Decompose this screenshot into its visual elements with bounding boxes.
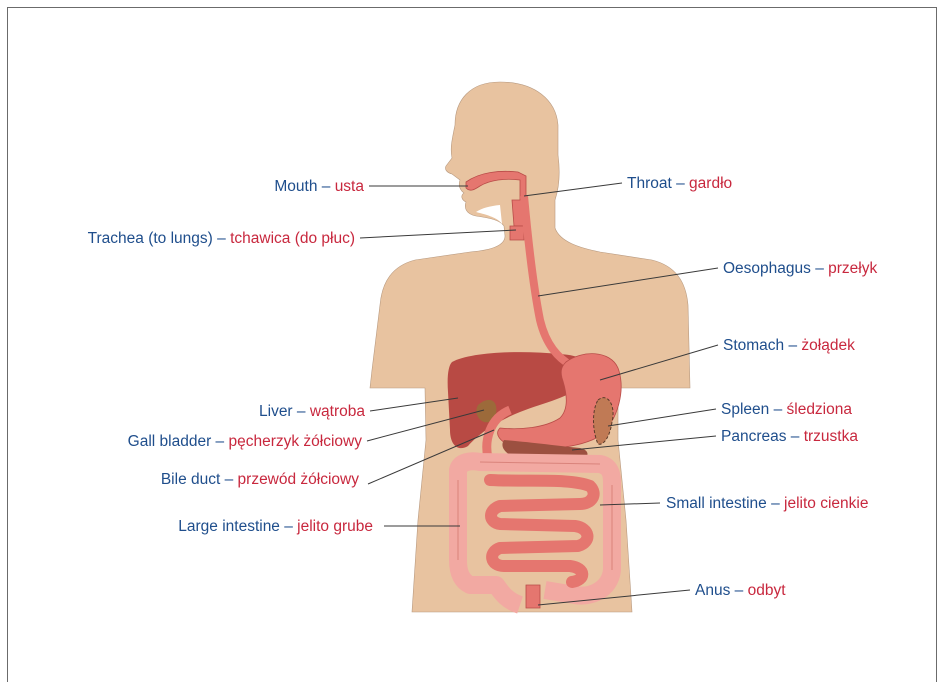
label-anus: Anus – odbyt bbox=[695, 582, 786, 599]
label-gall-bladder: Gall bladder – pęcherzyk żółciowy bbox=[128, 433, 363, 450]
labels-left: Mouth – usta Trachea (to lungs) – tchawi… bbox=[88, 178, 373, 535]
label-throat: Throat – gardło bbox=[627, 175, 732, 192]
label-bile-duct: Bile duct – przewód żółciowy bbox=[161, 471, 359, 488]
label-stomach: Stomach – żołądek bbox=[723, 337, 855, 354]
label-oesophagus: Oesophagus – przełyk bbox=[723, 260, 877, 277]
label-trachea: Trachea (to lungs) – tchawica (do płuc) bbox=[88, 230, 355, 247]
anus-organ bbox=[526, 585, 540, 608]
label-mouth: Mouth – usta bbox=[274, 178, 364, 195]
label-spleen: Spleen – śledziona bbox=[721, 401, 852, 418]
label-small-intestine: Small intestine – jelito cienkie bbox=[666, 495, 868, 512]
label-pancreas: Pancreas – trzustka bbox=[721, 428, 858, 445]
trachea-leader bbox=[360, 230, 516, 238]
spleen-leader bbox=[608, 409, 716, 426]
body-silhouette bbox=[370, 82, 690, 612]
label-liver: Liver – wątroba bbox=[259, 403, 365, 420]
label-large-intestine: Large intestine – jelito grube bbox=[178, 518, 373, 535]
